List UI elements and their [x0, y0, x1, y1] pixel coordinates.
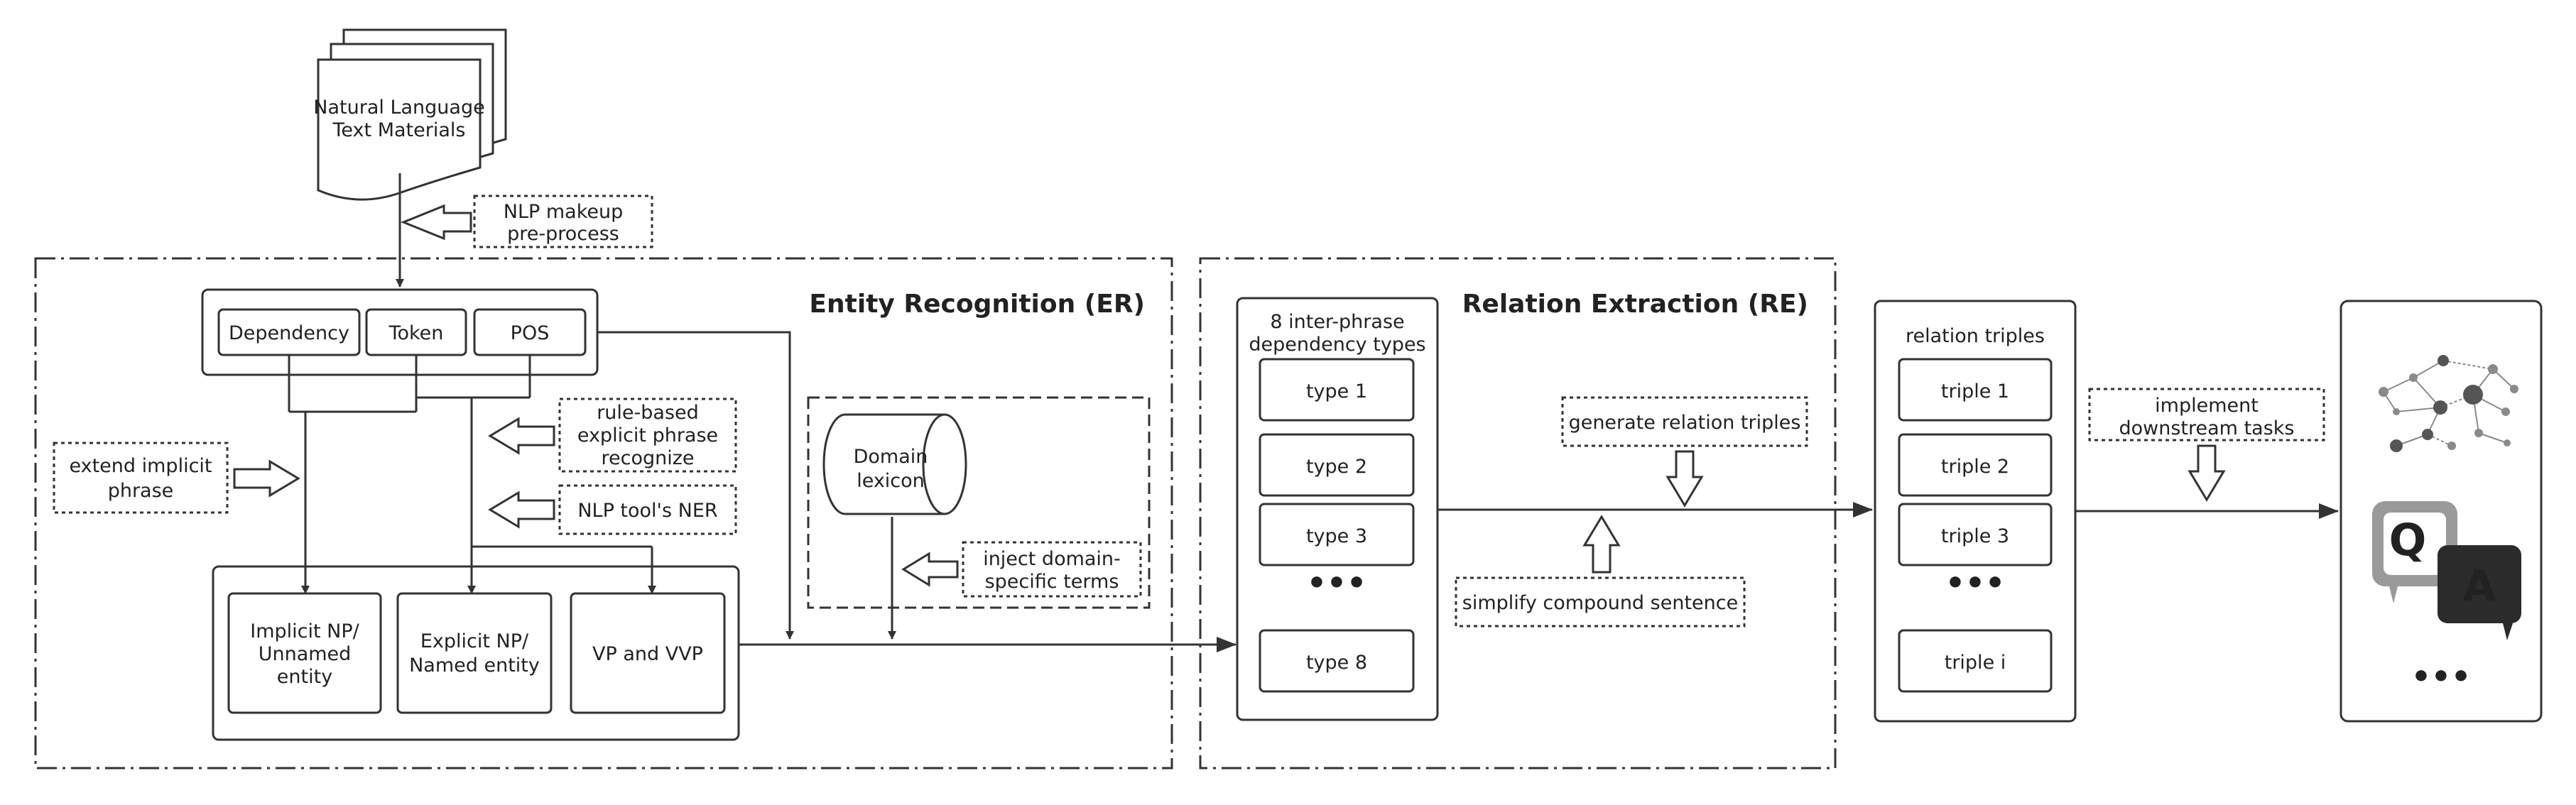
- triple-i-box: [1898, 629, 2053, 693]
- question-answer-icon: Q A: [2372, 501, 2521, 640]
- type-ellipsis: •••: [1307, 565, 1366, 601]
- preprocess-note: [473, 195, 653, 248]
- type-3-label: type 3: [1306, 525, 1367, 547]
- source-document-icon: [317, 28, 507, 201]
- triple-3-box: [1898, 503, 2053, 566]
- inject-note-line2: specific terms: [985, 571, 1119, 593]
- entity-recognition-region: [34, 257, 1173, 770]
- implicit-np-line1: Implicit NP/: [250, 620, 359, 642]
- domain-lexicon-edge: [922, 413, 945, 515]
- implicit-np-line3: entity: [277, 666, 332, 688]
- rule-note-line2: explicit phrase: [577, 425, 718, 447]
- inject-hollow-arrow: [901, 552, 959, 587]
- extend-implicit-line2: phrase: [108, 480, 174, 502]
- applications-panel: [2339, 300, 2543, 723]
- source-line1: Natural Language: [313, 97, 484, 119]
- downstream-note-line2: downstream tasks: [2119, 417, 2295, 439]
- vp-vvp-label: VP and VVP: [592, 643, 703, 665]
- domain-lexicon-line1: Domain: [854, 446, 928, 468]
- generate-triples-label: generate relation triples: [1569, 412, 1801, 434]
- inject-note: [962, 541, 1142, 598]
- rule-note-line1: rule-based: [597, 402, 699, 424]
- token-label: Token: [388, 322, 444, 344]
- rule-hollow-arrow: [488, 417, 555, 455]
- dependency-types-header-line2: dependency types: [1249, 334, 1425, 356]
- ner-hollow-arrow: [488, 491, 555, 529]
- type-8-label: type 8: [1306, 652, 1367, 674]
- triple-ellipsis: •••: [1945, 565, 2005, 601]
- rule-note-line3: recognize: [601, 447, 694, 469]
- triple-1-label: triple 1: [1941, 380, 2009, 402]
- relation-extraction-title: Relation Extraction (RE): [1462, 290, 1808, 319]
- triple-1-box: [1898, 358, 2053, 422]
- simplify-sentence-note: [1455, 576, 1746, 628]
- type-1-label: type 1: [1306, 380, 1367, 402]
- downstream-hollow-arrow: [2188, 444, 2226, 502]
- simplify-sentence-label: simplify compound sentence: [1462, 592, 1738, 614]
- extend-hollow-arrow: [233, 459, 300, 498]
- source-line2: Text Materials: [332, 119, 466, 141]
- triple-i-label: triple i: [1945, 652, 2006, 674]
- qa-a-letter: A: [2463, 562, 2496, 611]
- type-1-box: [1259, 358, 1415, 422]
- downstream-note: [2088, 388, 2325, 442]
- vp-vvp-box: [570, 592, 726, 714]
- dependency-label: Dependency: [229, 322, 349, 344]
- pos-label: POS: [511, 322, 550, 344]
- dependency-types-header-line1: 8 inter-phrase: [1270, 311, 1404, 333]
- type-2-label: type 2: [1306, 456, 1367, 478]
- preprocess-note-line2: pre-process: [507, 223, 619, 245]
- relation-extraction-region: [1199, 257, 1837, 770]
- nlp-merge-connector: [288, 355, 531, 413]
- domain-lexicon-line2: lexicon: [857, 470, 925, 492]
- explicit-np-line1: Explicit NP/: [420, 630, 529, 652]
- type-3-box: [1259, 503, 1415, 566]
- ner-note: [558, 484, 737, 535]
- type-8-box: [1259, 629, 1415, 693]
- explicit-np-box: [396, 592, 553, 714]
- rule-based-note: [558, 398, 737, 473]
- generate-hollow-arrow: [1665, 450, 1704, 508]
- applications-ellipsis: •••: [2411, 659, 2471, 695]
- inject-note-line1: inject domain-: [983, 548, 1121, 570]
- knowledge-graph-icon: [2379, 355, 2518, 452]
- implicit-np-box: [227, 592, 382, 714]
- generate-triples-note: [1561, 396, 1808, 447]
- simplify-hollow-arrow: [1582, 515, 1621, 574]
- preprocess-note-line1: NLP makeup: [504, 201, 624, 223]
- extend-implicit-line1: extend implicit: [69, 455, 212, 477]
- implicit-np-line2: Unnamed: [259, 643, 352, 665]
- triple-2-label: triple 2: [1941, 456, 2009, 478]
- domain-lexicon-area: [807, 396, 1151, 609]
- explicit-np-line2: Named entity: [409, 655, 540, 677]
- preprocess-hollow-arrow: [400, 204, 472, 241]
- relation-triples-header: relation triples: [1906, 325, 2045, 347]
- triple-3-label: triple 3: [1941, 525, 2009, 547]
- triple-2-box: [1898, 433, 2053, 497]
- qa-q-letter: Q: [2389, 514, 2427, 566]
- ner-note-label: NLP tool's NER: [577, 500, 717, 522]
- downstream-note-line1: implement: [2155, 395, 2259, 417]
- nlp-to-mainline-arrow: [597, 331, 794, 640]
- phrase-group: [212, 565, 740, 741]
- type-2-box: [1259, 433, 1415, 497]
- entity-recognition-title: Entity Recognition (ER): [809, 290, 1145, 319]
- extend-implicit-note: [53, 442, 229, 514]
